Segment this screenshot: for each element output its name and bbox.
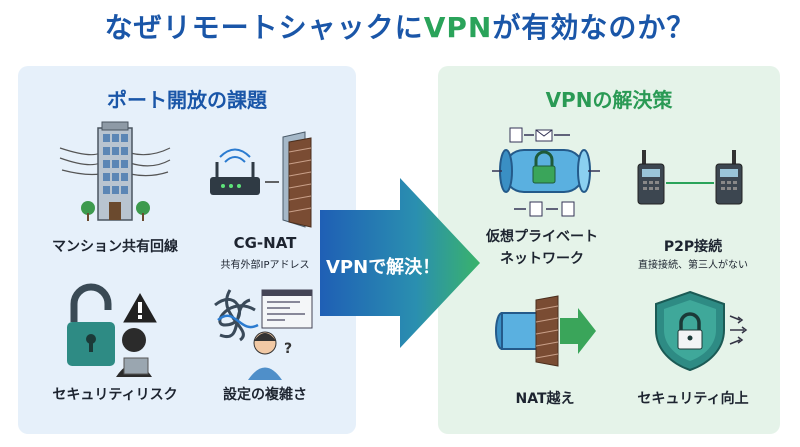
tangled-cables-icon: ? <box>214 289 313 380</box>
security-risk-label: セキュリティリスク <box>52 387 178 403</box>
nat-label: NAT越え <box>515 391 575 407</box>
right-panel-heading: VPNの解決策 <box>545 88 673 112</box>
vpn-tunnel-icon <box>492 127 600 217</box>
radio-link-icon <box>637 150 743 205</box>
title-pre: なぜリモートシャックに <box>104 11 424 44</box>
left-panel <box>18 66 356 434</box>
right-panel <box>438 66 780 434</box>
page-title: なぜリモートシャックにVPNが有効なのか？ <box>0 6 800 46</box>
firewall-bypass-icon <box>495 295 596 367</box>
solution-arrow <box>320 178 480 348</box>
security-up-label: セキュリティ向上 <box>637 391 749 407</box>
svg-text:?: ? <box>284 341 292 357</box>
title-post: が有効なのか？ <box>492 11 696 44</box>
vpn-label-line2: ネットワーク <box>500 251 584 267</box>
title-accent: VPN <box>423 11 493 44</box>
unlocked-padlock-hacker-icon <box>67 283 157 377</box>
apartment-icon <box>59 121 171 221</box>
cgnat-label: CG-NAT <box>233 234 297 252</box>
apartment-label: マンション共有回線 <box>52 239 178 255</box>
p2p-sublabel: 直接接続、第三人がない <box>638 260 748 271</box>
left-panel-heading: ポート開放の課題 <box>107 88 267 112</box>
shield-lock-icon <box>655 290 748 372</box>
complexity-label: 設定の複雑さ <box>223 387 307 403</box>
router-firewall-icon <box>210 131 312 228</box>
vpn-label-line1: 仮想プライベート <box>486 229 598 245</box>
p2p-label: P2P接続 <box>663 239 723 255</box>
arrow-label: VPNで解決！ <box>326 257 441 278</box>
cgnat-sublabel: 共有外部IPアドレス <box>220 260 310 271</box>
